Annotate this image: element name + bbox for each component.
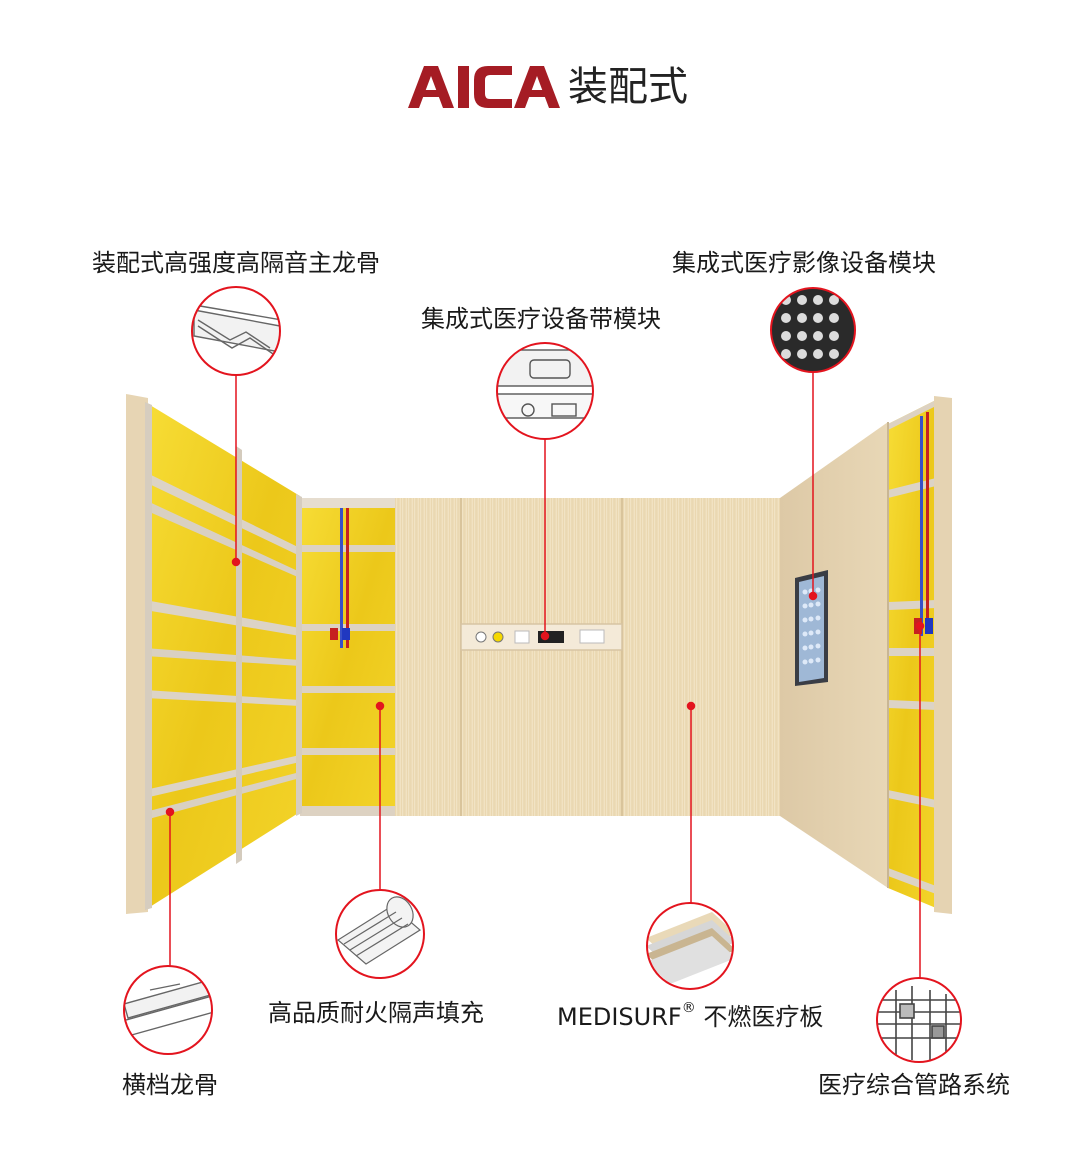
- brand-suffix: 装配式: [568, 64, 688, 110]
- aica-logo-icon: [408, 66, 560, 108]
- label-board: MEDISURF® 不燃医疗板: [557, 1001, 824, 1031]
- leader-lines: [165, 372, 925, 978]
- board-stack-icon: [646, 902, 734, 990]
- board-name: MEDISURF: [557, 1003, 682, 1031]
- label-equipment-band: 集成式医疗设备带模块: [421, 305, 661, 333]
- imaging-monitor: [795, 570, 828, 686]
- label-pipe-system: 医疗综合管路系统: [818, 1071, 1010, 1099]
- label-main-stud: 装配式高强度高隔音主龙骨: [92, 249, 380, 277]
- back-wall: [395, 498, 780, 816]
- left-wall: [126, 394, 302, 914]
- board-rest: 不燃医疗板: [695, 1003, 824, 1031]
- equipment-band-icon: [496, 342, 594, 440]
- wool-roll-icon: [335, 889, 425, 979]
- label-cross-stud: 横档龙骨: [122, 1071, 218, 1099]
- stud-profile-icon: [191, 286, 281, 376]
- xray-film-icon: [770, 287, 856, 373]
- label-imaging-module: 集成式医疗影像设备模块: [672, 249, 936, 277]
- right-wall: [780, 396, 952, 914]
- label-insulation-fill: 高品质耐火隔声填充: [268, 999, 484, 1027]
- brand-logo: 装配式: [408, 62, 688, 112]
- left-inner-wall: [300, 498, 395, 816]
- board-mark: ®: [681, 1000, 696, 1016]
- cross-stud-icon: [123, 965, 213, 1055]
- pipe-system-icon: [876, 977, 962, 1063]
